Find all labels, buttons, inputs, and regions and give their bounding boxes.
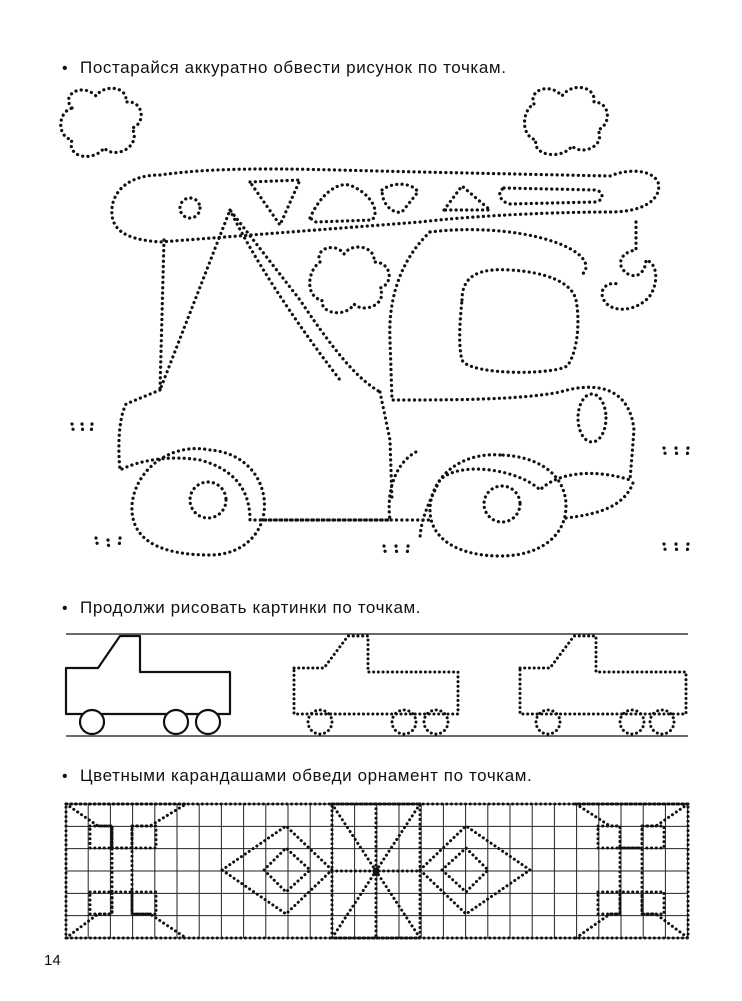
bullet: • bbox=[62, 600, 69, 617]
bullet: • bbox=[62, 768, 69, 785]
truck-dotted-1 bbox=[292, 634, 460, 736]
instruction-continue: • Продолжи рисовать картинки по точкам. bbox=[62, 598, 421, 618]
ornament-pattern bbox=[64, 802, 690, 940]
grass-tufts bbox=[70, 422, 690, 558]
instruction-ornament-text: Цветными карандашами обведи орнамент по … bbox=[80, 766, 533, 785]
cloud-right bbox=[522, 85, 609, 157]
instruction-trace-text: Постарайся аккуратно обвести рисунок по … bbox=[80, 58, 507, 77]
page-number: 14 bbox=[44, 952, 61, 969]
cloud-middle bbox=[308, 245, 391, 315]
truck-example bbox=[64, 634, 232, 736]
cloud-left bbox=[59, 86, 143, 158]
instruction-trace: • Постарайся аккуратно обвести рисунок по… bbox=[62, 58, 507, 78]
instruction-continue-text: Продолжи рисовать картинки по точкам. bbox=[80, 598, 422, 617]
truck-dotted-2 bbox=[518, 634, 688, 736]
ornament-grid bbox=[65, 803, 689, 939]
crane-truck bbox=[110, 167, 661, 558]
bullet: • bbox=[62, 60, 69, 77]
instruction-ornament: • Цветными карандашами обведи орнамент по… bbox=[62, 766, 532, 786]
